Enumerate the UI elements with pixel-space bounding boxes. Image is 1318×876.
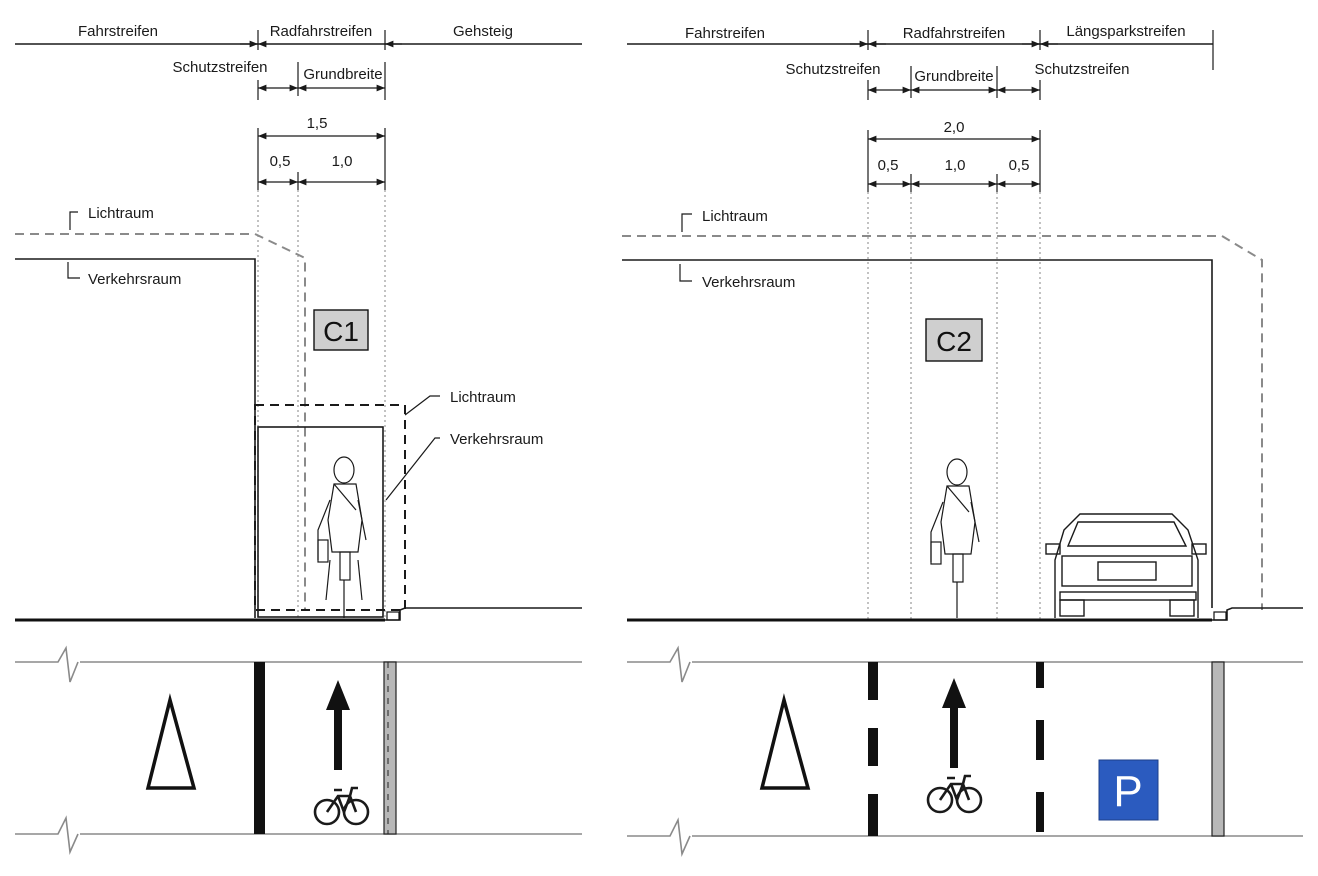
left-leader [385, 437, 440, 501]
left-total-width: 1,5 [307, 115, 328, 132]
bicycle-icon [926, 774, 983, 814]
left-verkehrsraum-outline [15, 258, 256, 618]
right-part-width: 1,0 [945, 157, 966, 174]
left-part-width: 0,5 [270, 153, 291, 170]
right-clearance-label: Lichtraum [702, 208, 768, 225]
left-sub-label: Grundbreite [303, 66, 382, 83]
left-part-width: 1,0 [332, 153, 353, 170]
left-break-mark [15, 815, 79, 855]
bicycle-icon [313, 786, 370, 826]
right-sub-label: Grundbreite [914, 68, 993, 85]
left-clearance-label: Verkehrsraum [88, 271, 181, 288]
up-arrow-icon [942, 678, 966, 768]
left-inner-lichtraum [254, 404, 406, 611]
right-break-mark [627, 645, 691, 683]
parking-sign-label: P [1113, 767, 1142, 816]
cyclist-icon [930, 458, 980, 618]
left-leader [67, 262, 80, 279]
right-sub-label: Schutzstreifen [1034, 61, 1129, 78]
left-leader [404, 395, 440, 416]
right-total-width: 2,0 [944, 119, 965, 136]
cyclist-icon [317, 456, 367, 618]
parking-sign-icon: P [1098, 759, 1159, 821]
left-clearance-label: Lichtraum [88, 205, 154, 222]
left-curb-plan [383, 661, 397, 835]
right-leader [681, 213, 692, 232]
left-sub-label: Schutzstreifen [172, 59, 267, 76]
right-zone-label: Längsparkstreifen [1066, 23, 1185, 40]
left-curb-stone [386, 611, 400, 621]
right-clearance-label: Verkehrsraum [702, 274, 795, 291]
right-lichtraum-outline [622, 235, 1263, 610]
right-sub-label: Schutzstreifen [785, 61, 880, 78]
left-curb [385, 607, 582, 621]
yield-triangle-icon [145, 693, 197, 790]
up-arrow-icon [326, 680, 350, 770]
right-leader [679, 264, 692, 282]
left-inner-label: Lichtraum [450, 389, 516, 406]
right-class-label: C2 [936, 326, 972, 357]
yield-triangle-icon [759, 693, 811, 790]
right-dashed-lane-line [1036, 662, 1044, 832]
left-panel: Fahrstreifen Radfahrstreifen Gehsteig Sc… [15, 23, 582, 855]
right-part-width: 0,5 [1009, 157, 1030, 174]
right-curb-stone [1213, 611, 1227, 621]
left-zone-label: Radfahrstreifen [270, 23, 373, 40]
right-dashed-lane-line [868, 662, 878, 836]
left-lichtraum-outline [15, 233, 306, 610]
left-leader [69, 211, 78, 230]
left-inner-label: Verkehrsraum [450, 431, 543, 448]
left-break-mark [15, 645, 79, 683]
right-break-mark [627, 817, 691, 857]
right-part-width: 0,5 [878, 157, 899, 174]
left-inner-verkehrsraum [257, 426, 384, 618]
left-class-box [313, 309, 369, 351]
right-curb-plan [1211, 661, 1225, 837]
left-solid-lane-line [254, 662, 265, 834]
left-class-label: C1 [323, 316, 359, 347]
right-class-box [925, 318, 983, 362]
right-verkehrsraum-outline [622, 259, 1213, 608]
right-zone-label: Fahrstreifen [685, 25, 765, 42]
car-icon [1045, 513, 1207, 618]
left-zone-label: Fahrstreifen [78, 23, 158, 40]
left-zone-label: Gehsteig [453, 23, 513, 40]
right-panel: Fahrstreifen Radfahrstreifen Längsparkst… [622, 23, 1303, 857]
right-zone-label: Radfahrstreifen [903, 25, 1006, 42]
